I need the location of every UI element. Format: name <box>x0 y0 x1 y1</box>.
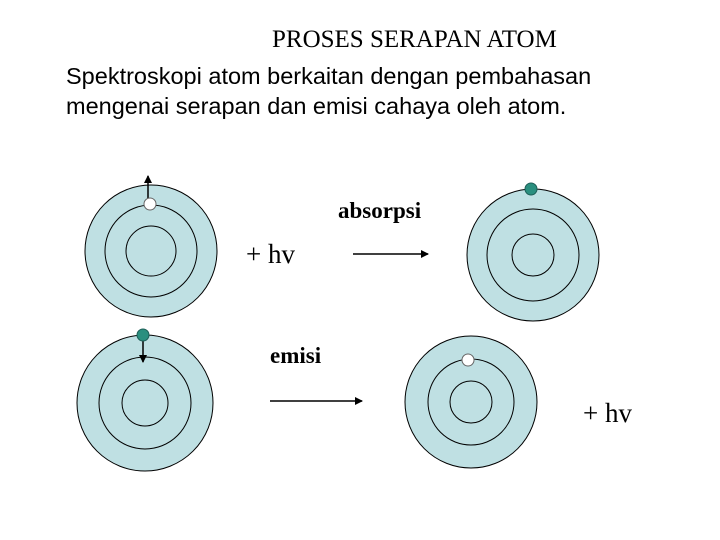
absorption-label: absorpsi <box>338 198 422 223</box>
electron-ground-state <box>462 354 474 366</box>
electron-ground-state <box>144 198 156 210</box>
electron-excited-state <box>137 329 149 341</box>
photon-in-label: + hv <box>246 239 295 269</box>
electron-excited-state <box>525 183 537 195</box>
atom-inner-shell <box>512 234 554 276</box>
atom-inner-shell <box>122 380 168 426</box>
atom-ground-after-emission <box>405 336 537 468</box>
atom-inner-shell <box>450 381 492 423</box>
photon-out-label: + hv <box>583 398 632 428</box>
atom-excited-before-emission <box>77 329 213 471</box>
atom-ground-before-absorption <box>85 176 217 317</box>
atom-inner-shell <box>126 226 176 276</box>
emission-label: emisi <box>270 343 322 368</box>
atom-excited-after-absorption <box>467 183 599 321</box>
